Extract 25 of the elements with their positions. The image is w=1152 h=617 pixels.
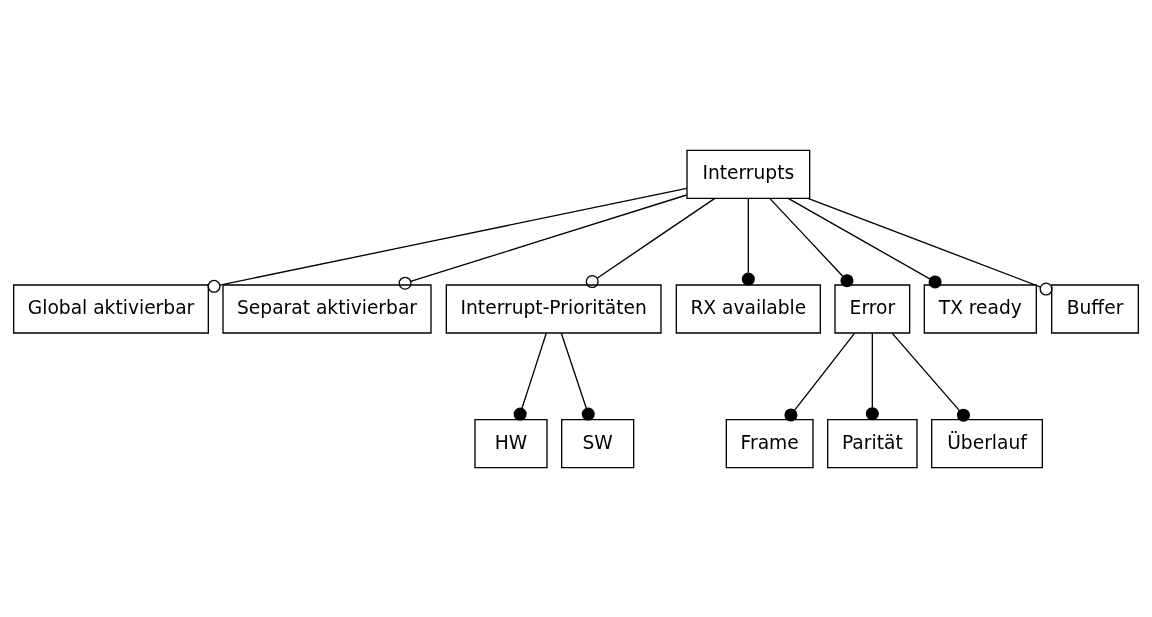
connector — [585, 197, 716, 288]
node-box: Separat aktivierbar — [222, 283, 432, 334]
node-box: Error — [834, 283, 911, 334]
node-box: Parität — [827, 418, 918, 468]
node-box: HW — [474, 418, 548, 468]
node-box: Überlauf — [931, 418, 1043, 468]
node-box: RX available — [675, 283, 821, 334]
connector — [513, 332, 547, 421]
node-box: Buffer — [1051, 283, 1139, 334]
node-box: Global aktivierbar — [13, 283, 209, 334]
connector — [891, 332, 970, 422]
connector — [398, 193, 688, 290]
connector — [787, 197, 942, 288]
connector — [784, 332, 856, 421]
connector — [769, 197, 854, 287]
node-box: Interrupt-Prioritäten — [445, 283, 662, 334]
connector — [741, 197, 755, 286]
connector — [865, 332, 879, 420]
connector — [560, 332, 595, 421]
connector — [207, 187, 688, 293]
node-box: Interrupts — [686, 149, 811, 199]
node-box: Frame — [725, 418, 814, 468]
connector — [807, 197, 1053, 296]
node-box: TX ready — [923, 283, 1037, 334]
node-box: SW — [561, 418, 635, 468]
